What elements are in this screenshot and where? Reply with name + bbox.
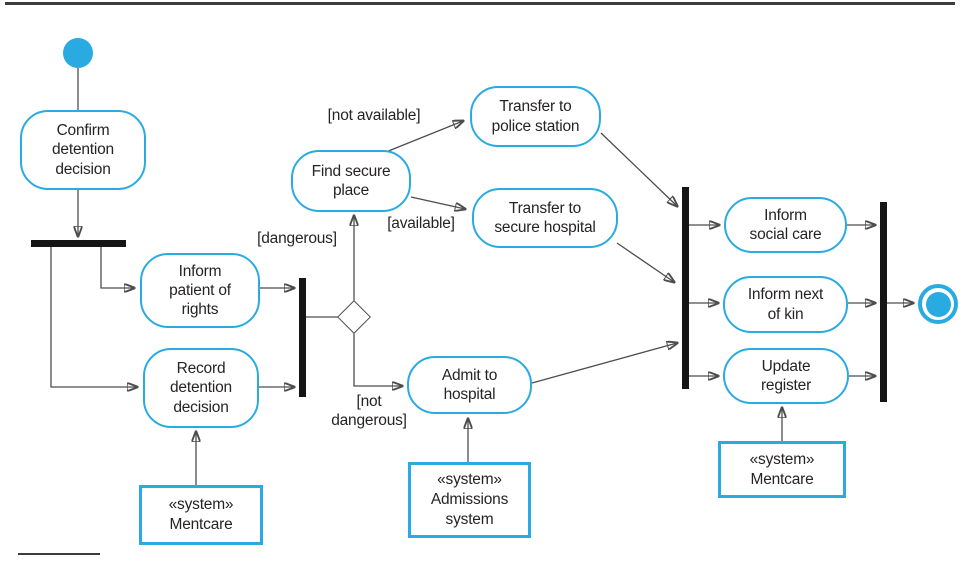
merge-fork-bar	[682, 187, 689, 389]
activity-label: Transfer to police station	[491, 98, 580, 135]
edge-find-secure-to-hospital	[410, 196, 465, 209]
activity-inform-next-of-kin: Inform next of kin	[723, 276, 848, 333]
top-rule	[5, 2, 955, 5]
end-node-core	[925, 291, 951, 317]
edge-police-to-fork2	[600, 132, 677, 206]
system-box-mentcare-right: «system» Mentcare	[718, 441, 846, 498]
guard-dangerous: [dangerous]	[257, 230, 337, 247]
decision-diamond	[337, 300, 371, 334]
activity-record-detention: Record detention decision	[143, 348, 259, 428]
edge-admit-to-fork2	[531, 343, 677, 384]
system-box-label: «system» Admissions system	[430, 471, 509, 528]
join-bar	[299, 278, 306, 397]
activity-inform-social-care: Inform social care	[724, 197, 847, 253]
activity-label: Update register	[760, 357, 812, 394]
activity-label: Inform social care	[749, 206, 822, 243]
guard-not-dangerous: [not dangerous]	[331, 393, 407, 429]
activity-label: Confirm detention decision	[52, 122, 114, 178]
end-node	[918, 284, 958, 324]
activity-admit-hospital: Admit to hospital	[407, 356, 532, 414]
activity-label: Find secure place	[311, 162, 391, 199]
guard-available: [available]	[387, 215, 455, 232]
activity-transfer-police: Transfer to police station	[470, 86, 601, 147]
activity-transfer-hospital: Transfer to secure hospital	[472, 188, 618, 248]
activity-label: Inform patient of rights	[169, 262, 231, 319]
activity-update-register: Update register	[723, 348, 849, 404]
system-box-label: «system» Mentcare	[168, 496, 234, 533]
edge-hospital-to-fork2	[616, 242, 674, 282]
fork-bar	[31, 240, 126, 247]
activity-label: Inform next of kin	[747, 286, 824, 323]
start-node	[63, 38, 93, 68]
edge-fork-to-record	[50, 246, 137, 387]
system-box-label: «system» Mentcare	[749, 450, 815, 488]
activity-inform-patient: Inform patient of rights	[140, 253, 260, 328]
activity-label: Admit to hospital	[441, 366, 498, 403]
system-box-admissions: «system» Admissions system	[408, 462, 531, 538]
edge-decision-to-admit	[353, 333, 402, 386]
edge-find-secure-to-police	[380, 121, 463, 155]
activity-find-secure-place: Find secure place	[291, 150, 411, 212]
activity-confirm-detention: Confirm detention decision	[20, 110, 146, 190]
footnote-rule	[18, 553, 100, 555]
edge-fork-to-inform-patient	[100, 246, 134, 288]
activity-label: Record detention decision	[170, 360, 232, 416]
activity-label: Transfer to secure hospital	[494, 199, 596, 236]
guard-not-available: [not available]	[327, 107, 421, 124]
system-box-mentcare-left: «system» Mentcare	[139, 485, 263, 545]
final-join-bar	[880, 202, 887, 402]
